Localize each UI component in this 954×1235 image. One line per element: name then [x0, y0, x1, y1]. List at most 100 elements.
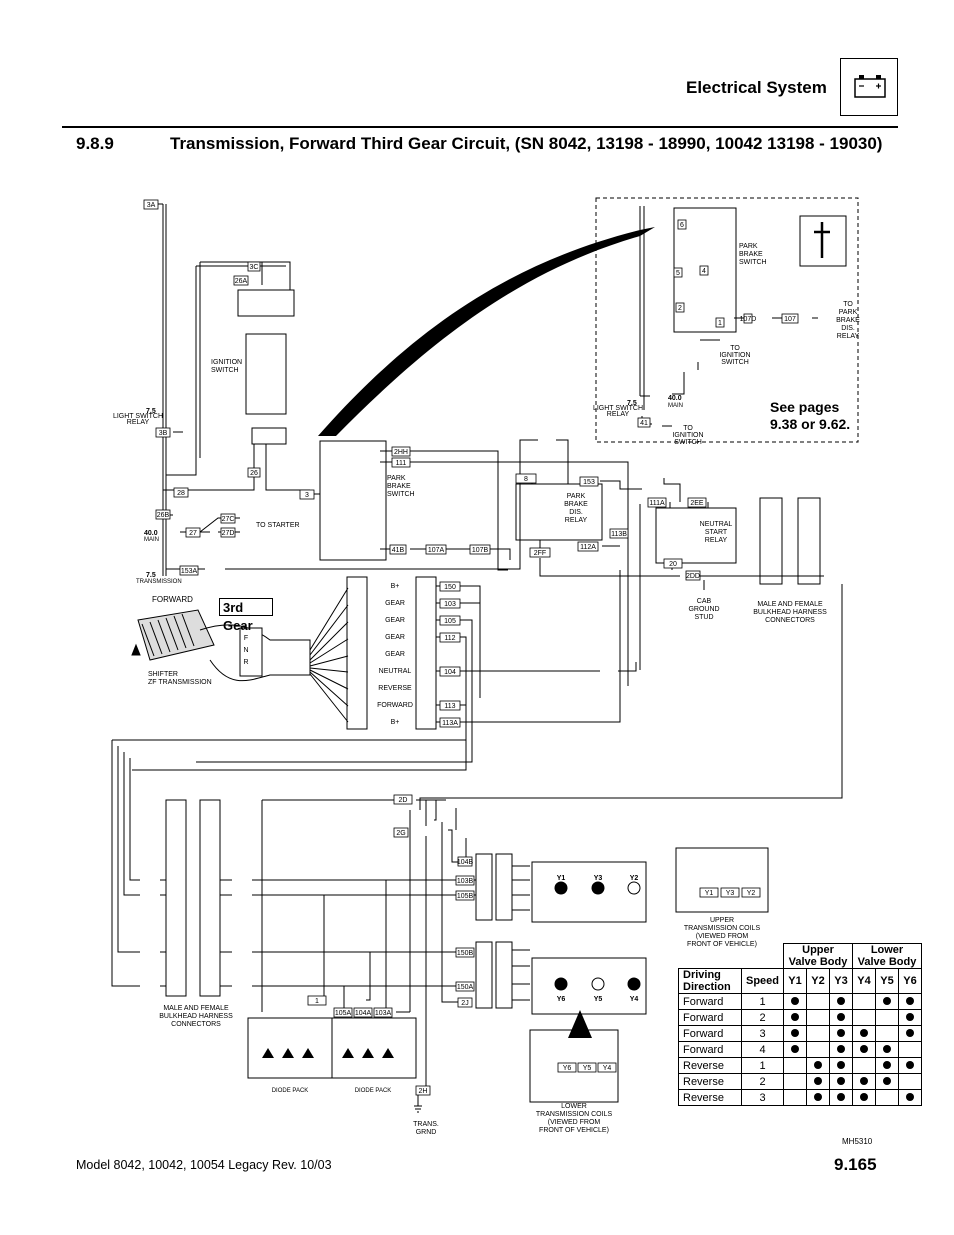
- wire-tag-107: 107: [784, 316, 796, 323]
- row-speed: 1: [740, 1057, 785, 1074]
- wire-tag: [741, 887, 761, 898]
- engaged-dot: [906, 1060, 915, 1069]
- wire-tag: [699, 265, 709, 276]
- row-speed: 4: [740, 1041, 785, 1058]
- wire-tag-150B: 150B: [457, 950, 474, 957]
- wire-tag: [677, 219, 687, 230]
- wire-tag: [185, 527, 201, 538]
- engaged-dot: [837, 1060, 846, 1069]
- wire-tag: [699, 887, 719, 898]
- col-header-direction: Driving Direction: [678, 968, 742, 994]
- to-park-brake-relay-label: PARK: [839, 309, 858, 316]
- coil-cell: [852, 1057, 877, 1074]
- inset-box: [595, 197, 859, 443]
- coil-cell: [806, 1009, 831, 1026]
- wire-tag-153: 153: [583, 479, 595, 486]
- park-brake-switch-label: SWITCH: [387, 491, 415, 498]
- wire-tag-113: 113: [444, 703, 455, 710]
- upper-valve-header: Upper Valve Body: [783, 943, 854, 969]
- wire-tag-27C: 27C: [222, 516, 235, 523]
- engaged-dot: [860, 1044, 869, 1053]
- col-header-y6: Y6: [898, 968, 923, 994]
- wire-tag-150: 150: [444, 584, 456, 591]
- wire-tag: [220, 513, 236, 524]
- wire-tag: [439, 615, 461, 626]
- coil-cell: [875, 1073, 900, 1090]
- col-header-y4: Y4: [852, 968, 877, 994]
- inset-main-label: MAIN: [668, 403, 683, 409]
- coil-cell: [783, 1041, 808, 1058]
- wire-tag: [579, 476, 599, 487]
- coil-cell: [829, 1025, 854, 1042]
- col-header-y1: Y1: [783, 968, 808, 994]
- photo-upper-coil: Y1: [705, 890, 714, 897]
- section-title: Transmission, Forward Third Gear Circuit…: [170, 134, 883, 153]
- coil-cell: [898, 1073, 923, 1090]
- lower-coils-label: FRONT OF VEHICLE): [539, 1127, 609, 1134]
- wire-tag-103B: 103B: [457, 878, 474, 885]
- wire-tag: [439, 700, 461, 711]
- engaged-dot: [814, 1092, 823, 1101]
- forward-label: FORWARD: [152, 595, 193, 604]
- coil-cell: [898, 1025, 923, 1042]
- coil-cell: [898, 1041, 923, 1058]
- coil-cell: [875, 1025, 900, 1042]
- coil-cell: [806, 993, 831, 1010]
- park-brake-dis-relay-label: BRAKE: [564, 501, 588, 508]
- fuse-value: 40.0: [144, 530, 158, 537]
- wire-tag-26B: 26B: [157, 512, 170, 519]
- diode-triangles: [262, 1048, 394, 1058]
- wire-tag-2D: 2D: [399, 797, 408, 804]
- engaged-dot: [791, 1028, 800, 1037]
- coil-cell: [875, 1009, 900, 1026]
- row-speed: 2: [740, 1073, 785, 1090]
- lower-coils-label: LOWER: [561, 1103, 587, 1110]
- engaged-dot: [906, 996, 915, 1005]
- wire-tag-153A: 153A: [181, 568, 198, 575]
- coil-cell: [829, 993, 854, 1010]
- engaged-dot: [814, 1076, 823, 1085]
- wire-tag-27: 27: [189, 530, 197, 537]
- coil-cell: [829, 1057, 854, 1074]
- wire-tag-3C: 3C: [250, 264, 259, 271]
- engaged-dot: [837, 996, 846, 1005]
- coil-cell: [898, 993, 923, 1010]
- neutral-start-relay-label: START: [705, 529, 728, 536]
- coil-cell: [783, 1089, 808, 1106]
- lower-coil-name: Y6: [557, 996, 566, 1003]
- engaged-dot: [860, 1092, 869, 1101]
- wire-tag: [143, 199, 159, 210]
- wire-tag: [469, 544, 491, 555]
- wire-tag-2: 2: [678, 305, 682, 312]
- inset-park-brake-switch-label: PARK: [739, 243, 758, 250]
- wire-tag: [455, 875, 475, 886]
- coil-cell: [875, 1089, 900, 1106]
- wire-tag-3B: 3B: [159, 430, 168, 437]
- wire-tag-1: 1: [718, 320, 722, 327]
- upper-bulkhead-label: MALE AND FEMALE: [757, 601, 823, 608]
- to-ignition-switch-label-2: TO: [683, 425, 693, 432]
- engaged-dot: [883, 996, 892, 1005]
- row-direction: Reverse: [678, 1089, 742, 1106]
- to-park-brake-relay-label: DIS.: [841, 325, 855, 332]
- lower-coils-label: TRANSMISSION COILS: [536, 1111, 613, 1118]
- wire-tag-41B: 41B: [392, 547, 405, 554]
- upper-bulkhead-label: CONNECTORS: [765, 617, 815, 624]
- wire-tag-2HH: 2HH: [394, 449, 408, 456]
- main-label: MAIN: [144, 537, 159, 543]
- transmission-label: TRANSMISSION: [136, 579, 182, 585]
- ignition-switch-label: SWITCH: [211, 367, 239, 374]
- trans-grnd-label: TRANS.: [413, 1121, 439, 1128]
- col-header-y2: Y2: [806, 968, 831, 994]
- cab-ground-stud-label: CAB: [697, 598, 712, 605]
- coil-cell: [783, 1073, 808, 1090]
- wire-tag-105A: 105A: [335, 1010, 352, 1017]
- wire-tag-26A: 26A: [235, 278, 248, 285]
- to-starter-label: TO STARTER: [256, 522, 300, 529]
- wire-tag: [609, 528, 629, 539]
- neutral-start-relay-label: NEUTRAL: [700, 521, 733, 528]
- light-switch-relay-label: RELAY: [127, 419, 150, 426]
- neutral-start-relay-label: RELAY: [705, 537, 728, 544]
